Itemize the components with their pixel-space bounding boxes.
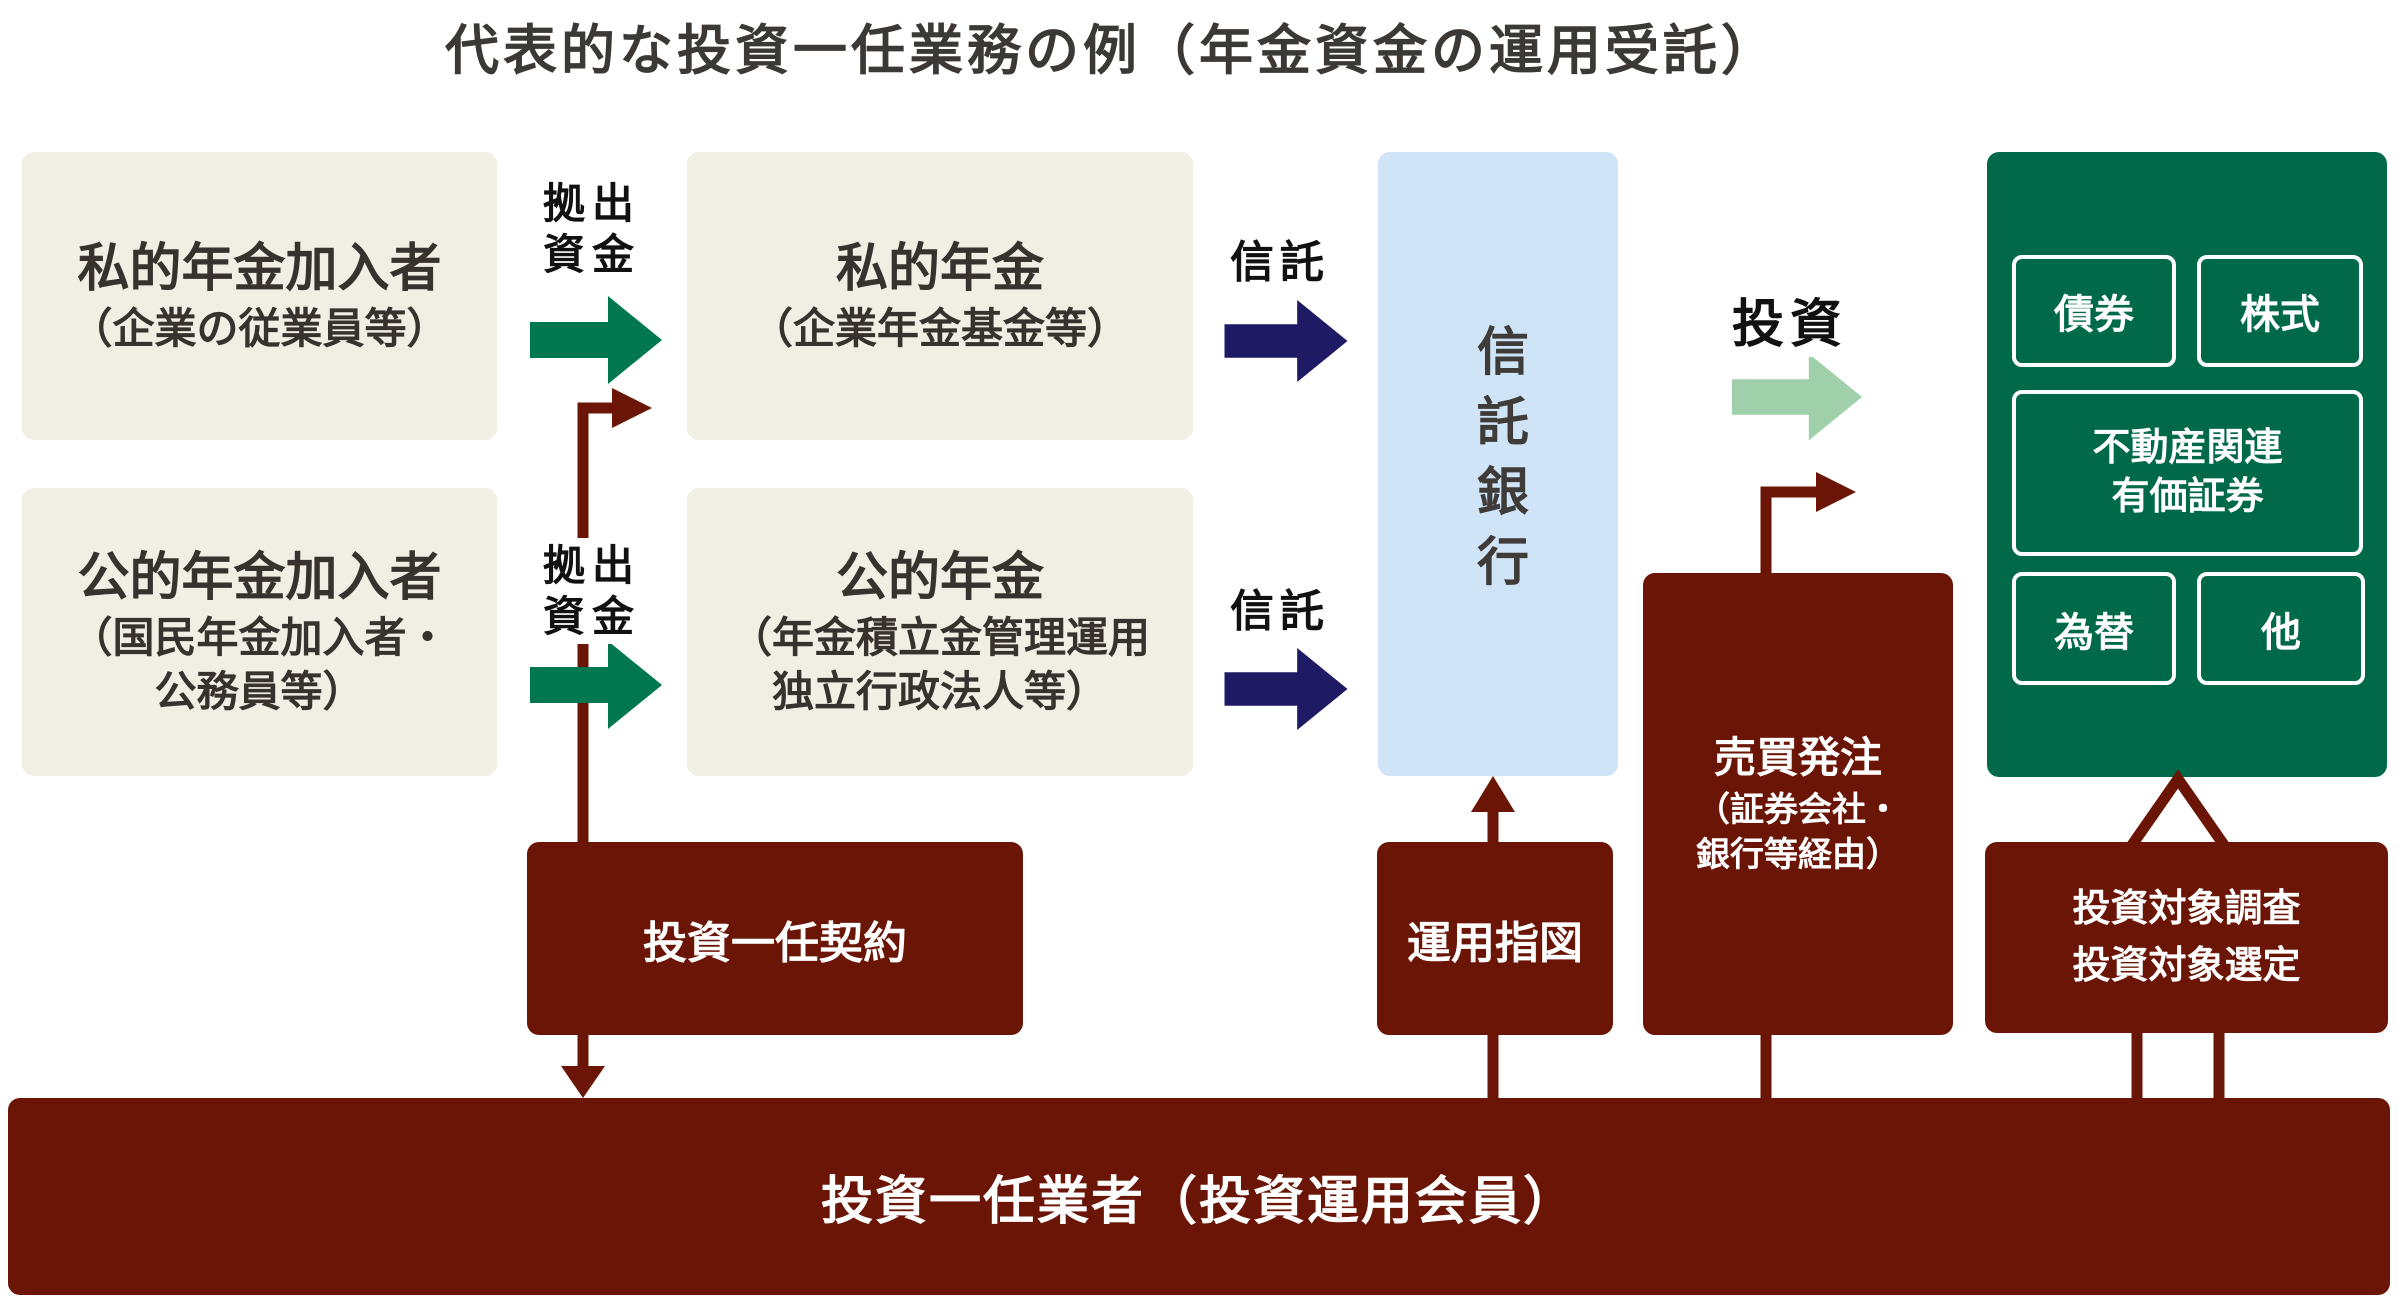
investment-arrow-icon [1732, 353, 1862, 441]
asset-other-label: 他 [2261, 610, 2301, 655]
asset-real-estate-line1: 不動産関連 [2092, 426, 2283, 469]
box-private-pension: 私的年金 （企業年金基金等） [687, 152, 1193, 440]
management-instruction-label: 運用指図 [1407, 918, 1583, 968]
trust-bank-label: 信託銀行 [1468, 324, 1527, 604]
contribution-arrow-icon-1 [530, 296, 662, 384]
trust-label-1: 信託 [1228, 226, 1332, 290]
asset-fx-label: 為替 [2054, 610, 2134, 655]
contribution-arrow-icon-2 [530, 641, 662, 729]
box-public-pension-participant: 公的年金加入者 （国民年金加入者・ 公務員等） [22, 488, 497, 776]
target-research-line1: 投資対象調査 [2072, 887, 2301, 930]
asset-real-estate: 不動産関連 有価証券 [2012, 390, 2363, 556]
chevron-up-icon [2127, 769, 2229, 849]
target-research-line2: 投資対象選定 [2072, 944, 2301, 987]
asset-bond: 債券 [2012, 255, 2176, 367]
trust-arrow-icon-1 [1224, 300, 1348, 382]
trust-label-2: 信託 [1228, 575, 1332, 639]
trade-order-line3: 銀行等経由） [1696, 836, 1900, 875]
box-public-pension: 公的年金 （年金積立金管理運用 独立行政法人等） [687, 488, 1193, 776]
trust-arrow-icon-2 [1224, 648, 1348, 730]
trade-order-line2: （証券会社・ [1696, 790, 1900, 829]
box-title: 私的年金加入者 [77, 239, 442, 298]
operator-bar-label: 投資一任業者（投資運用会員） [820, 1173, 1577, 1231]
asset-bond-label: 債券 [2054, 293, 2134, 337]
connector-order-elbow [1760, 486, 1816, 573]
investment-label: 投資 [1730, 282, 1851, 357]
asset-other: 他 [2197, 572, 2365, 685]
arrow-right-small-icon-2 [1816, 472, 1856, 512]
box-subtitle-line2: 独立行政法人等） [771, 667, 1108, 715]
box-subtitle: （企業年金基金等） [750, 304, 1129, 352]
box-trade-order: 売買発注 （証券会社・ 銀行等経由） [1643, 573, 1953, 1035]
box-title: 私的年金 [835, 239, 1044, 298]
box-management-instruction: 運用指図 [1377, 842, 1613, 1035]
contribution-label-2: 拠出資金 [536, 538, 648, 645]
box-mandate-contract: 投資一任契約 [527, 842, 1023, 1035]
asset-fx: 為替 [2012, 572, 2176, 685]
box-title: 公的年金加入者 [77, 548, 442, 607]
trade-order-line1: 売買発注 [1713, 733, 1882, 781]
arrow-up-icon [1471, 776, 1515, 812]
box-investment-targets: 債券 株式 不動産関連 有価証券 為替 他 [1987, 152, 2387, 777]
box-subtitle-line1: （年金積立金管理運用 [729, 613, 1150, 661]
page-title: 代表的な投資一任業務の例（年金資金の運用受託） [445, 21, 1779, 81]
box-target-research: 投資対象調査 投資対象選定 [1985, 842, 2388, 1033]
contribution-label-1: 拠出資金 [536, 176, 648, 283]
box-subtitle-line1: （国民年金加入者・ [70, 613, 449, 661]
arrow-down-icon [561, 1066, 605, 1098]
box-title: 公的年金 [835, 548, 1044, 607]
asset-real-estate-line2: 有価証券 [2111, 476, 2264, 518]
box-trust-bank: 信託銀行 [1378, 152, 1618, 776]
box-private-pension-participant: 私的年金加入者 （企業の従業員等） [22, 152, 497, 440]
arrow-right-small-icon-1 [612, 388, 652, 428]
box-operator-bar: 投資一任業者（投資運用会員） [8, 1098, 2390, 1295]
mandate-contract-label: 投資一任契約 [643, 918, 907, 968]
box-subtitle: （企業の従業員等） [70, 304, 449, 352]
asset-stock-label: 株式 [2240, 293, 2320, 337]
asset-stock: 株式 [2197, 255, 2363, 367]
box-subtitle-line2: 公務員等） [154, 667, 365, 715]
